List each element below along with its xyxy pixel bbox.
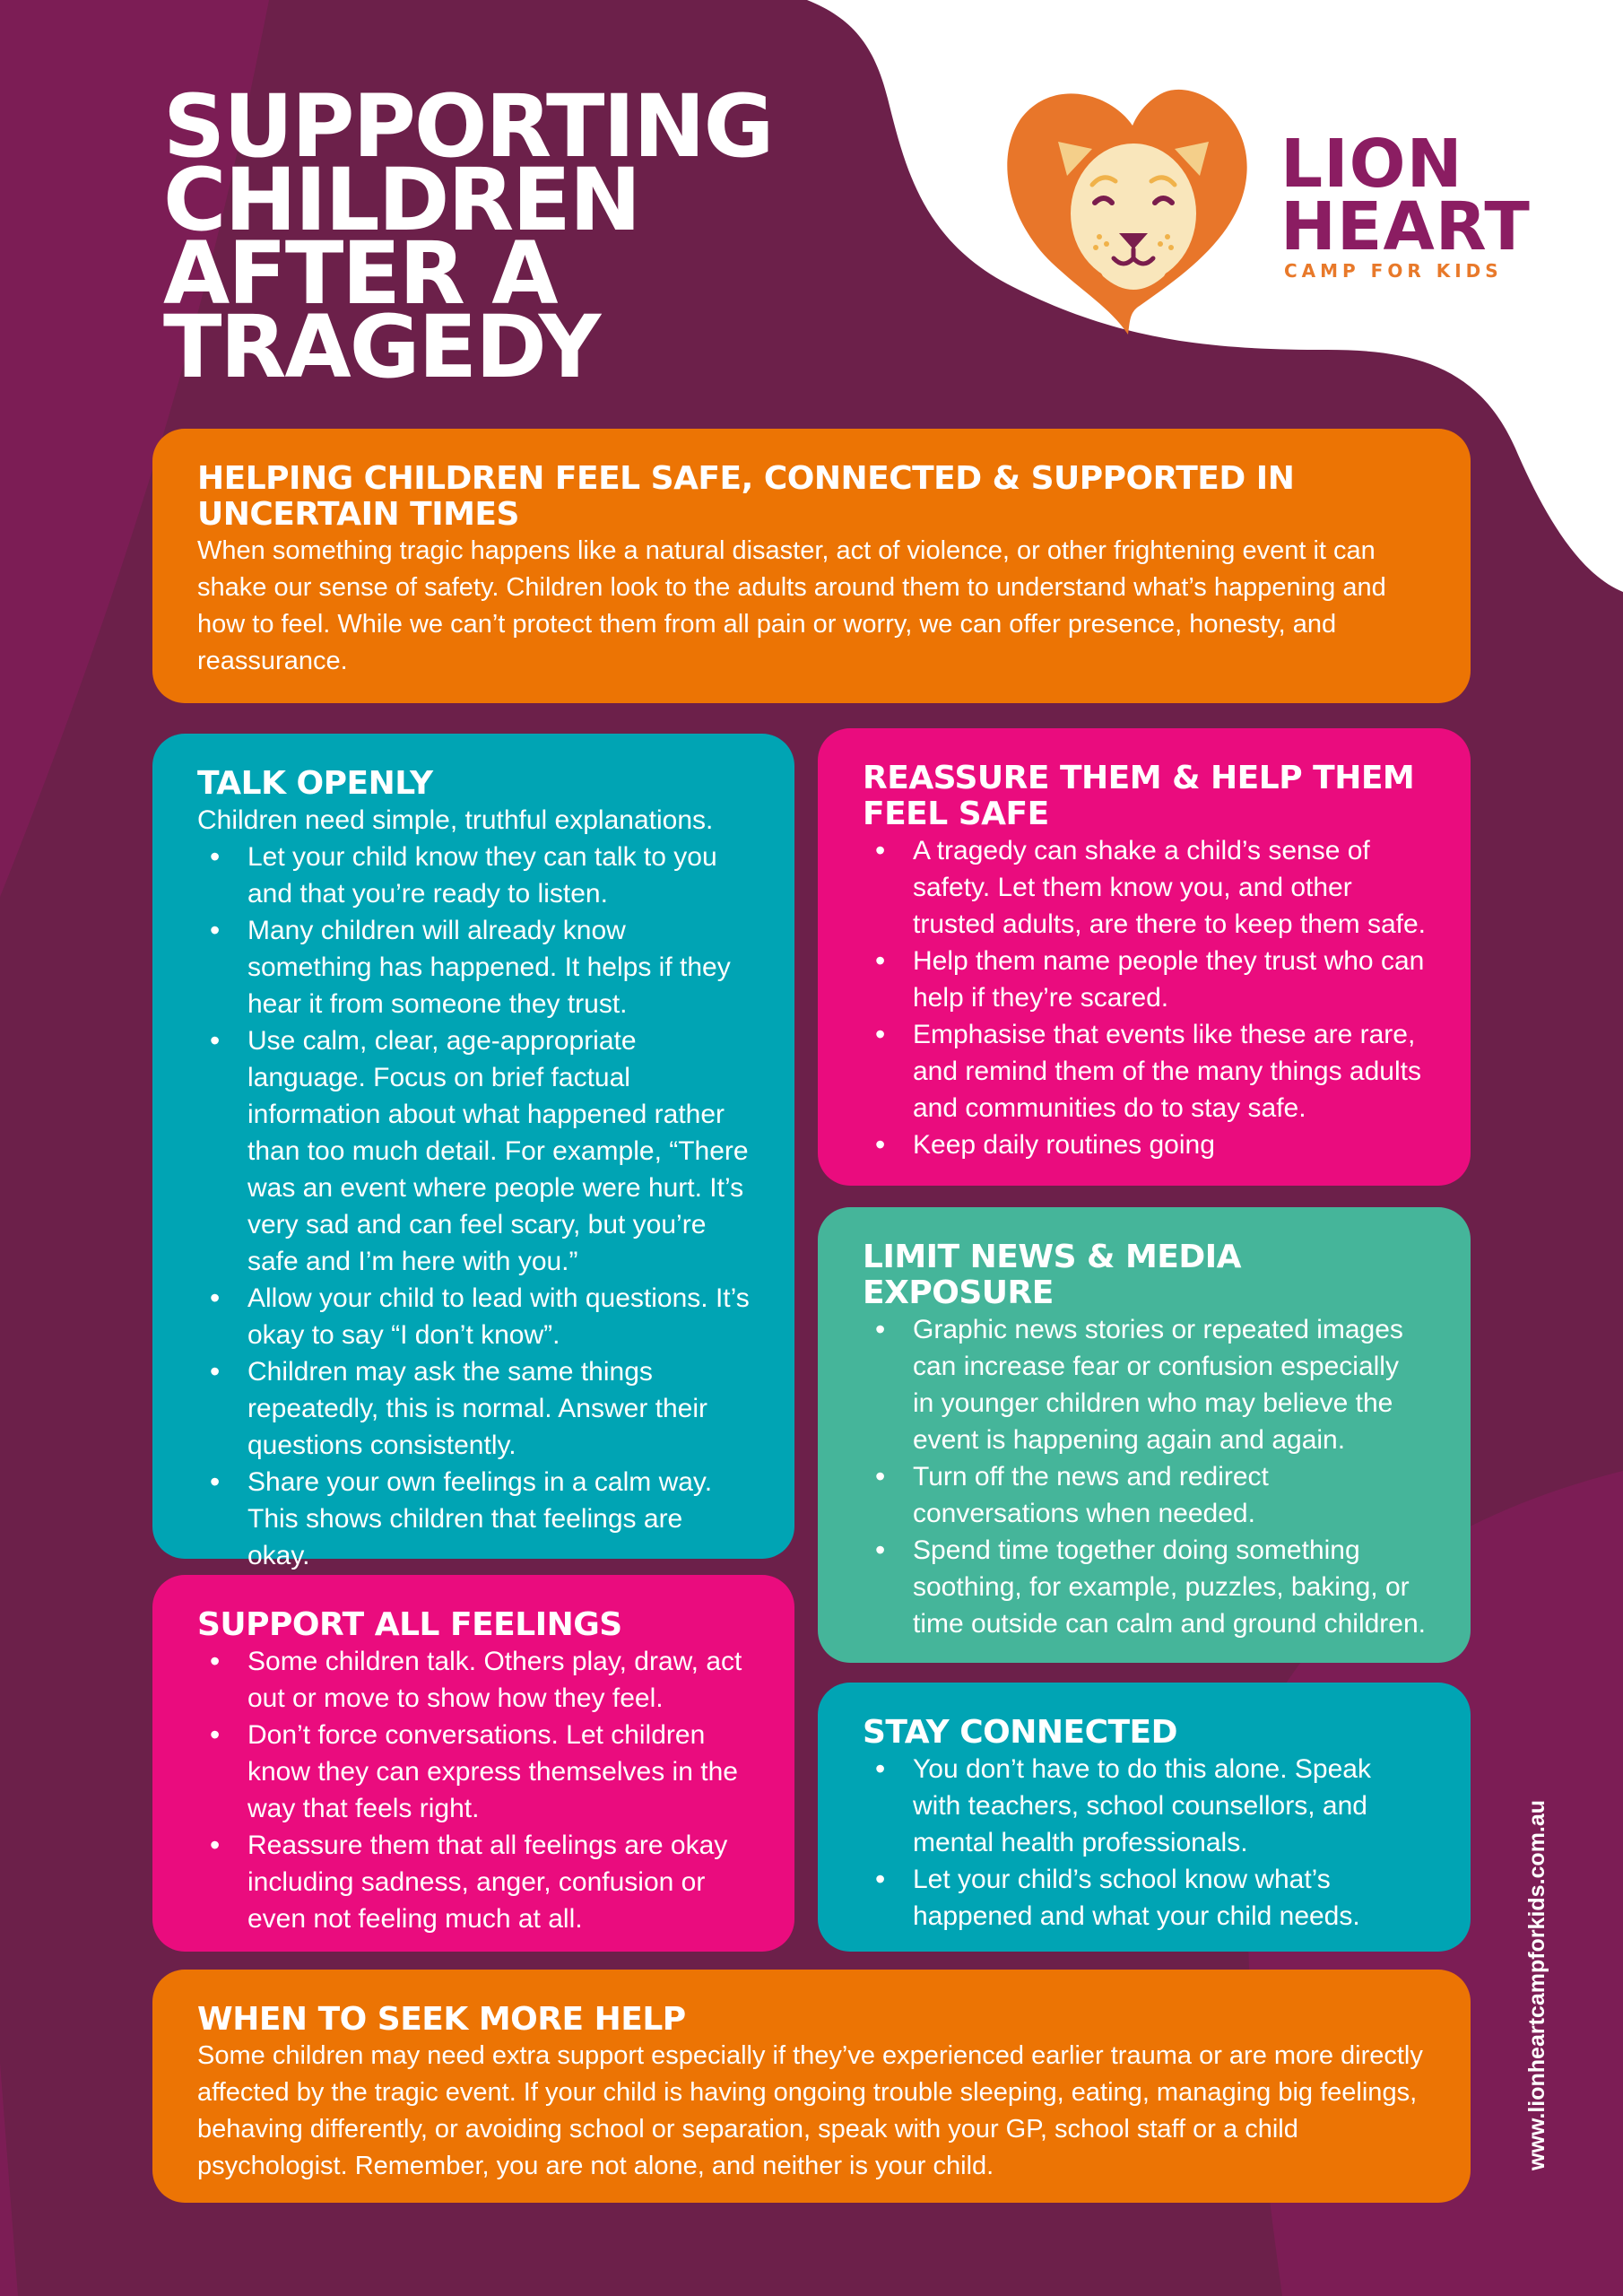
logo-word-lion: LION	[1280, 126, 1463, 203]
card-intro: HELPING CHILDREN FEEL SAFE, CONNECTED & …	[152, 429, 1471, 703]
card-heading: WHEN TO SEEK MORE HELP	[197, 2001, 686, 2038]
list-item: Some children talk. Others play, draw, a…	[204, 1643, 750, 1717]
list-item: You don’t have to do this alone. Speak w…	[870, 1751, 1426, 1861]
card-intro-text: Children need simple, truthful explanati…	[197, 805, 714, 835]
list-item: Graphic news stories or repeated images …	[870, 1311, 1426, 1458]
bullet-list: You don’t have to do this alone. Speak w…	[870, 1751, 1426, 1935]
bullet-list: Some children talk. Others play, draw, a…	[204, 1643, 750, 1937]
title-line: SUPPORTING	[163, 76, 774, 177]
list-item: Use calm, clear, age-appropriate languag…	[204, 1022, 750, 1280]
lion-heart-logo: LION HEART CAMP FOR KIDS	[1002, 79, 1530, 348]
logo-word-heart: HEART	[1280, 188, 1531, 265]
card-heading: STAY CONNECTED	[863, 1714, 1178, 1751]
list-item: Let your child’s school know what’s happ…	[870, 1861, 1426, 1935]
logo-tagline: CAMP FOR KIDS	[1284, 260, 1503, 282]
card-heading: HELPING CHILDREN FEEL SAFE, CONNECTED & …	[197, 460, 1295, 533]
card-heading: TALK OPENLY	[197, 765, 433, 802]
card-body: When something tragic happens like a nat…	[197, 536, 1386, 675]
bullet-list: Graphic news stories or repeated images …	[870, 1311, 1426, 1642]
title-line: AFTER A	[163, 223, 559, 324]
list-item: Many children will already know somethin…	[204, 912, 750, 1022]
list-item: Don’t force conversations. Let children …	[204, 1717, 750, 1827]
list-item: Let your child know they can talk to you…	[204, 839, 750, 912]
website-url[interactable]: www.lionheartcampforkids.com.au	[1524, 1799, 1549, 2170]
lion-heart-icon	[1007, 89, 1247, 335]
card-support-feelings: SUPPORT ALL FEELINGS Some children talk.…	[152, 1575, 794, 1952]
card-talk-openly: TALK OPENLY Children need simple, truthf…	[152, 734, 794, 1570]
page-title: SUPPORTING CHILDREN AFTER A TRAGEDY	[163, 76, 774, 397]
list-item: Share your own feelings in a calm way. T…	[204, 1464, 750, 1574]
logo-wordmark: LION HEART	[1280, 126, 1531, 265]
card-heading: LIMIT NEWS & MEDIA EXPOSURE	[863, 1239, 1242, 1311]
title-line: CHILDREN	[163, 150, 641, 250]
list-item: Emphasise that events like these are rar…	[870, 1016, 1426, 1126]
card-stay-connected: STAY CONNECTED You don’t have to do this…	[818, 1683, 1471, 1952]
list-item: Spend time together doing something soot…	[870, 1532, 1426, 1642]
list-item: Keep daily routines going	[870, 1126, 1426, 1163]
list-item: Turn off the news and redirect conversat…	[870, 1458, 1426, 1532]
bullet-list: A tragedy can shake a child’s sense of s…	[870, 832, 1426, 1163]
bullet-list: Let your child know they can talk to you…	[204, 839, 750, 1574]
list-item: A tragedy can shake a child’s sense of s…	[870, 832, 1426, 943]
list-item: Help them name people they trust who can…	[870, 943, 1426, 1016]
list-item: Allow your child to lead with questions.…	[204, 1280, 750, 1353]
list-item: Reassure them that all feelings are okay…	[204, 1827, 750, 1937]
card-seek-help: WHEN TO SEEK MORE HELP Some children may…	[152, 1970, 1471, 2203]
card-heading: SUPPORT ALL FEELINGS	[197, 1606, 622, 1643]
list-item: Children may ask the same things repeate…	[204, 1353, 750, 1464]
card-body: Some children may need extra support esp…	[197, 2041, 1423, 2180]
card-reassure: REASSURE THEM & HELP THEM FEEL SAFE A tr…	[818, 728, 1471, 1186]
title-line: TRAGEDY	[163, 297, 601, 397]
card-limit-news: LIMIT NEWS & MEDIA EXPOSURE Graphic news…	[818, 1207, 1471, 1663]
card-heading: REASSURE THEM & HELP THEM FEEL SAFE	[863, 760, 1415, 832]
